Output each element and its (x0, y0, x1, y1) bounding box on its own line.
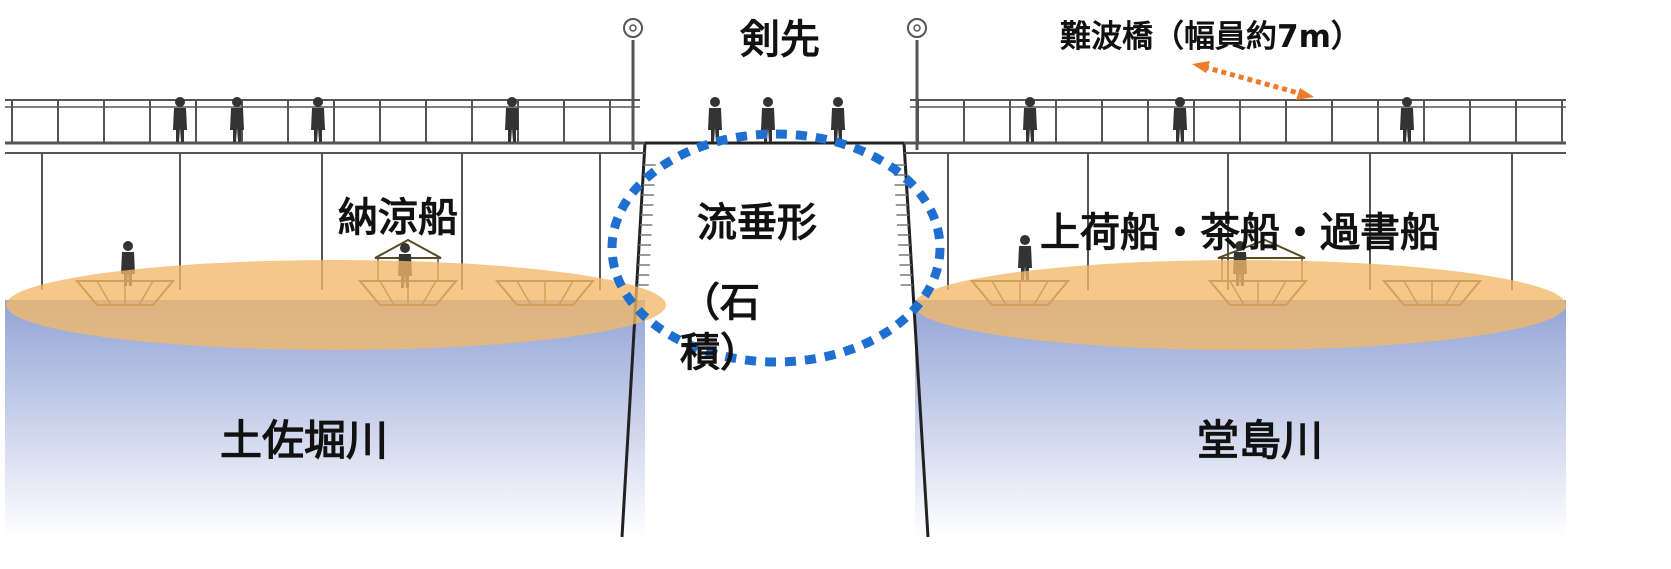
boat-zone-highlight-left (6, 260, 666, 350)
person-icon (505, 97, 519, 142)
naniwabashi-label: 難波橋（幅員約7m） (1060, 19, 1362, 55)
ishizumi-label-line2: 積） (680, 330, 760, 376)
person-icon (831, 97, 845, 142)
person-icon (708, 97, 722, 142)
person-icon (1400, 97, 1414, 142)
street-lamp-icon (622, 17, 644, 152)
person-icon (311, 97, 325, 142)
boat-zone-highlight-right (914, 260, 1566, 350)
people-on-bridge (173, 97, 1414, 142)
stone-pier-highlight-ellipse (607, 129, 945, 367)
person-icon (1173, 97, 1187, 142)
ishizumi-label-line1: （石 (680, 280, 760, 326)
ships-right-label: 上荷船・茶船・過書船 (1040, 210, 1440, 256)
kensaki-label: 剣先 (740, 17, 820, 63)
dojimagawa-label: 堂島川 (1197, 416, 1324, 465)
street-lamp-icon (906, 17, 928, 152)
noryobune-label: 納涼船 (338, 195, 458, 241)
ryusuikei-label: 流垂形 (697, 200, 817, 246)
double-arrow-icon (1192, 61, 1314, 100)
tosaborigawa-label: 土佐堀川 (220, 416, 389, 465)
pier-stone-wall (620, 141, 930, 538)
bridge-deck-right (904, 99, 1566, 290)
person-icon (173, 97, 187, 142)
person-icon (1023, 97, 1037, 142)
